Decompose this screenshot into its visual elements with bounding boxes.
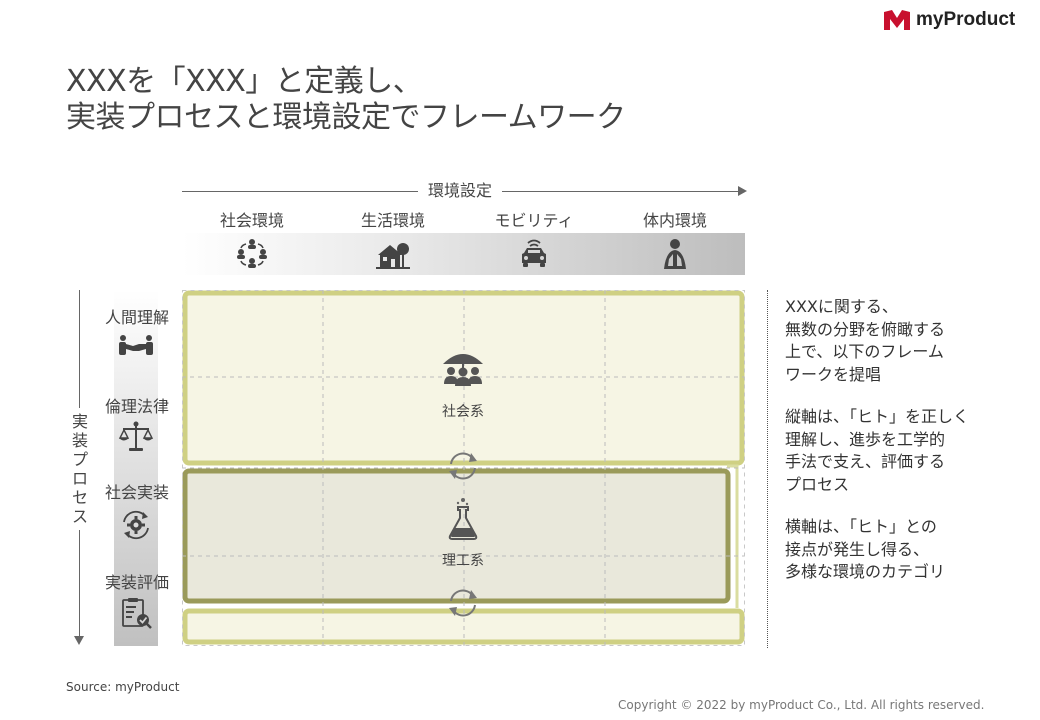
brand-name: myProduct xyxy=(916,9,1016,30)
column-icon-band xyxy=(182,233,745,275)
row-label-human-understanding: 人間理解 xyxy=(104,308,169,327)
framework-grid: 社会系 理工系 xyxy=(182,290,745,646)
vertical-axis: 実装プロセス xyxy=(70,290,90,650)
horizontal-axis: 環境設定 xyxy=(182,181,747,201)
gear-cycle-icon xyxy=(123,510,149,540)
scales-icon xyxy=(118,421,154,451)
source-note: Source: myProduct xyxy=(66,680,180,694)
page-title-line-1: XXXを「XXX」と定義し、 xyxy=(66,64,423,99)
social-region-connector xyxy=(727,464,739,608)
grid-outer-border xyxy=(182,290,745,646)
note-framework: XXXに関する、 無数の分野を俯瞰する 上で、以下のフレーム ワークを提唱 xyxy=(785,297,946,384)
column-headers: 社会環境 生活環境 モビリティ 体内環境 xyxy=(182,209,745,233)
science-region-label: 理工系 xyxy=(442,553,484,569)
notes-separator xyxy=(767,290,768,648)
note-vertical-axis: 縦軸は、「ヒト」を正しく 理解し、進歩を工学的 手法で支え、評価する プロセス xyxy=(785,407,970,494)
cycle-arrows-icon xyxy=(449,589,477,617)
horizontal-axis-arrow-icon xyxy=(738,186,747,196)
brand-mark-icon xyxy=(884,10,910,30)
row-label-social-implementation: 社会実装 xyxy=(104,483,169,502)
row-label-implementation-evaluation: 実装評価 xyxy=(104,573,169,592)
clipboard-check-icon xyxy=(122,598,152,629)
house-icon xyxy=(376,243,410,269)
page-title-line-2: 実装プロセスと環境設定でフレームワーク xyxy=(66,100,626,135)
social-region-label: 社会系 xyxy=(442,404,484,420)
vertical-axis-label: 実装プロセス xyxy=(70,408,90,530)
row-label-ethics-law: 倫理法律 xyxy=(104,397,169,416)
page-title: XXXを「XXX」と定義し、 実装プロセスと環境設定でフレームワーク xyxy=(66,64,626,136)
column-header-social: 社会環境 xyxy=(219,211,284,230)
brand-logo: myProduct xyxy=(884,8,1015,32)
column-header-mobility: モビリティ xyxy=(494,211,574,230)
grid-dashed-lines xyxy=(182,290,745,646)
copyright: Copyright © 2022 by myProduct Co., Ltd. … xyxy=(618,698,985,712)
car-icon xyxy=(522,239,546,267)
column-header-body: 体内環境 xyxy=(642,211,707,230)
flask-icon xyxy=(448,498,478,540)
body-lungs-icon xyxy=(664,239,686,269)
horizontal-axis-label: 環境設定 xyxy=(418,181,503,201)
handshake-icon xyxy=(119,335,153,355)
social-network-icon xyxy=(237,239,267,268)
notes-panel: XXXに関する、 無数の分野を俯瞰する 上で、以下のフレーム ワークを提唱 縦軸… xyxy=(785,296,969,604)
umbrella-people-icon xyxy=(443,354,483,386)
cycle-arrows-icon xyxy=(449,452,477,480)
vertical-axis-arrow-icon xyxy=(74,636,84,645)
note-horizontal-axis: 横軸は、「ヒト」との 接点が発生し得る、 多様な環境のカテゴリ xyxy=(785,517,946,581)
column-header-living: 生活環境 xyxy=(360,211,425,230)
